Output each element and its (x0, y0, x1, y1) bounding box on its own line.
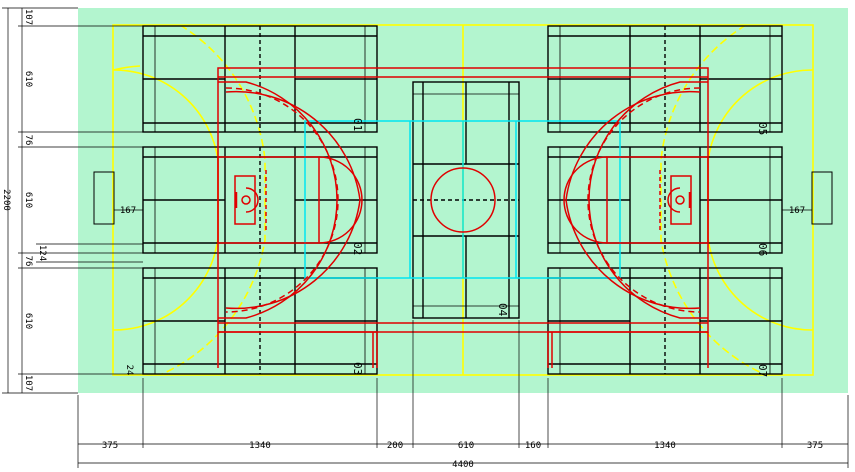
dim-total-width: 4400 (452, 460, 474, 470)
court-label-01: 01 (351, 118, 364, 131)
basketball-court (217, 67, 709, 368)
right-goal (811, 171, 833, 225)
dim-left-5: 76 (23, 256, 33, 267)
court-label-03: 03 (351, 362, 364, 375)
dim-left-6: 610 (23, 313, 33, 329)
dim-small-offset: 24 (124, 365, 134, 376)
dim-left-7: 107 (23, 375, 33, 391)
court-label-05: 05 (756, 122, 769, 135)
dim-total-height: 2200 (1, 189, 11, 211)
dimension-lines (2, 7, 849, 468)
court-labels: 01 02 03 04 05 06 07 (351, 118, 769, 377)
dim-bottom-4: 610 (458, 441, 474, 451)
dim-bottom-2: 1340 (249, 441, 271, 451)
dim-left-small: 124 (37, 245, 47, 261)
left-goal (93, 171, 115, 225)
dim-left-2: 610 (23, 71, 33, 87)
dim-goal-left: 167 (120, 206, 136, 216)
dimension-labels: 375 1340 200 610 160 1340 375 4400 107 6… (1, 9, 823, 470)
court-label-07: 07 (756, 364, 769, 377)
handball-court (112, 24, 814, 376)
dim-bottom-6: 1340 (654, 441, 676, 451)
dim-left-4: 610 (23, 192, 33, 208)
dim-bottom-1: 375 (102, 441, 118, 451)
dim-bottom-7: 375 (807, 441, 823, 451)
court-label-04: 04 (496, 303, 509, 317)
dim-goal-right: 167 (789, 206, 805, 216)
dim-bottom-5: 160 (525, 441, 541, 451)
court-label-06: 06 (756, 243, 769, 256)
dim-left-1: 107 (23, 9, 33, 25)
court-label-02: 02 (351, 242, 364, 255)
volleyball-court (304, 120, 621, 279)
dim-left-3: 76 (23, 135, 33, 146)
badminton-courts (142, 25, 783, 375)
dim-bottom-3: 200 (387, 441, 403, 451)
